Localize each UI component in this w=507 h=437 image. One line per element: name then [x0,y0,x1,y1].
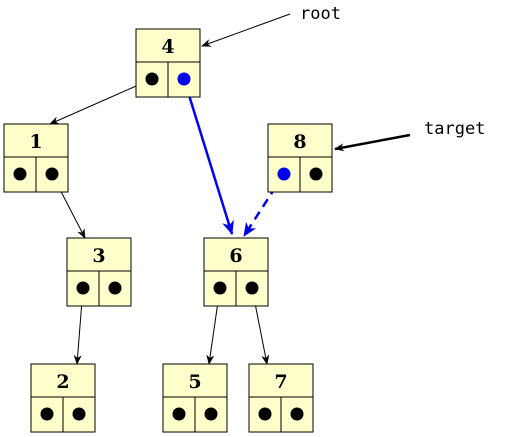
pointer-dot-right [72,407,86,421]
node-key-label: 7 [274,371,287,393]
pointer-dot-left [213,281,227,295]
tree-node-4: 4 [135,28,201,98]
pointer-dot-right [309,167,323,181]
tree-node-3: 3 [66,237,132,307]
node-key-label: 8 [293,131,306,153]
root-label: root [300,4,341,24]
pointer-dot-left [258,407,272,421]
tree-node-2: 2 [30,363,96,433]
pointer-dot-right [290,407,304,421]
tree-node-5: 5 [162,363,228,433]
pointer-dot-right [204,407,218,421]
tree-node-6: 6 [203,237,269,307]
pointer-dot-left [13,167,27,181]
pointer-dot-left [40,407,54,421]
node-key-label: 4 [161,36,174,58]
tree-node-8: 8 [267,123,333,193]
target-label: target [424,119,485,139]
pointer-dot-left [277,167,291,181]
pointer-dot-right [108,281,122,295]
pointer-dot-right [177,72,191,86]
pointer-dot-right [245,281,259,295]
pointer-dot-right [45,167,59,181]
tree-node-7: 7 [248,363,314,433]
edges-layer [49,78,286,365]
root-pointer-arrow [201,13,291,47]
tree-node-1: 1 [3,123,69,193]
pointer-dot-left [76,281,90,295]
pointer-dot-left [172,407,186,421]
node-key-label: 3 [92,245,105,267]
pointer-dot-left [145,72,159,86]
node-key-label: 1 [29,131,42,153]
edge-n4-n1 [49,78,153,125]
target-pointer-arrow [334,133,411,152]
node-key-label: 2 [56,371,69,393]
edge-n4-n6 [182,78,234,235]
node-key-label: 6 [229,245,242,267]
nodes-layer: 4 1 8 3 6 2 5 7 [3,28,333,433]
edge-n8-n6 [242,173,286,237]
node-key-label: 5 [188,371,201,393]
